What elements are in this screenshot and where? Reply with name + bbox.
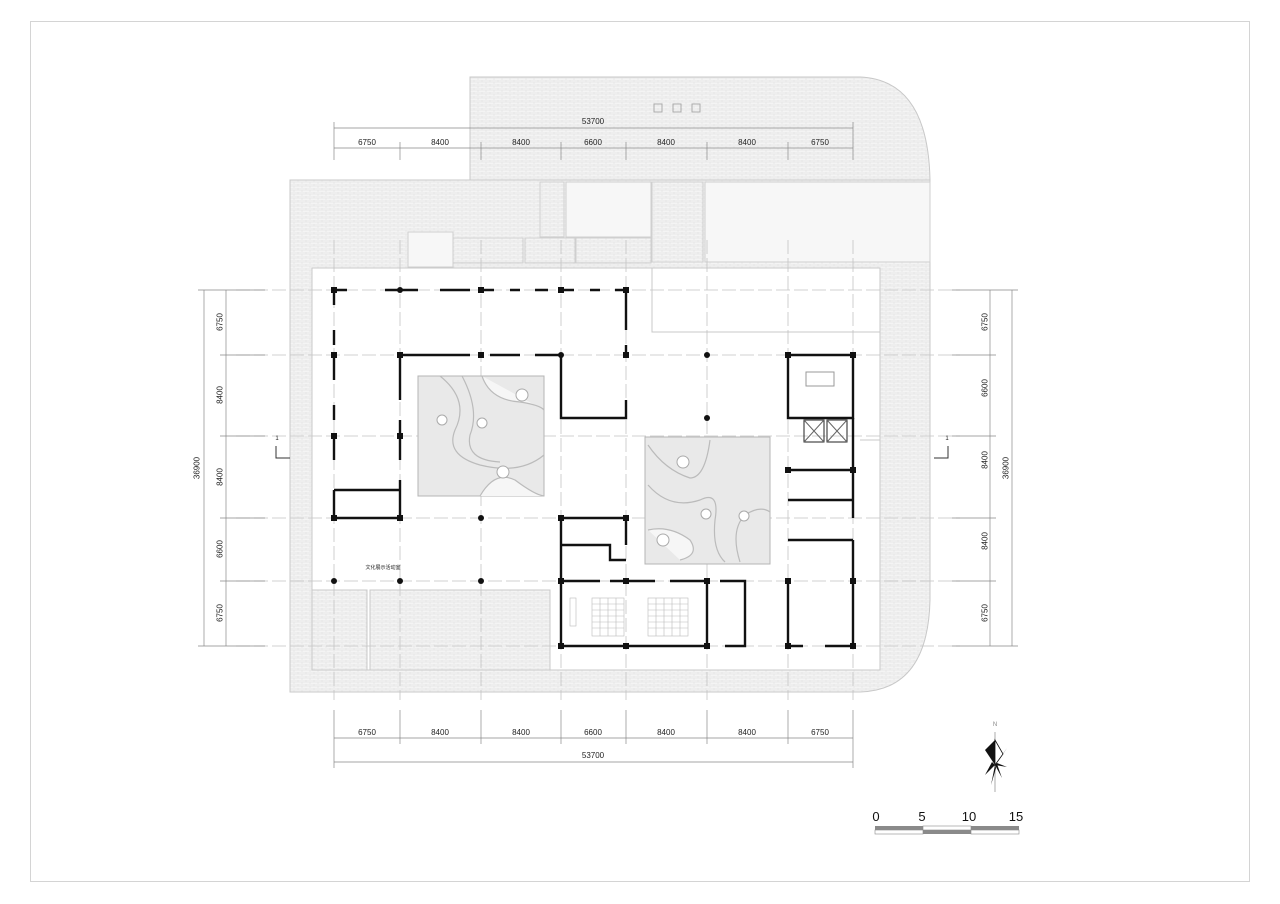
columns (331, 287, 856, 649)
dim-bottom-seg: 8400 (738, 728, 756, 737)
courtyard-east (644, 436, 771, 565)
section-marker-left (275, 446, 290, 459)
dim-left-seg: 6750 (215, 604, 225, 622)
dim-left-seg: 6750 (215, 313, 225, 331)
dim-top-seg: 8400 (512, 138, 530, 147)
dim-right-total: 36900 (1001, 456, 1011, 480)
dim-right-seg: 8400 (980, 532, 990, 550)
section-label-left: 1 (275, 436, 279, 442)
scale-tick: 15 (1008, 809, 1024, 824)
dim-right-seg: 6750 (980, 313, 990, 331)
dim-top-seg: 6750 (358, 138, 376, 147)
dim-left-seg: 6600 (215, 540, 225, 558)
dim-left-total: 36900 (192, 456, 202, 480)
scale-tick: 0 (872, 809, 880, 824)
dim-bottom-seg: 6750 (358, 728, 376, 737)
dim-bottom-seg: 6750 (811, 728, 829, 737)
auditorium-seating (569, 597, 689, 637)
dim-bottom-seg: 8400 (431, 728, 449, 737)
dim-right-seg: 6750 (980, 604, 990, 622)
dim-top-seg: 8400 (738, 138, 756, 147)
room-label: 文化展示活动室 (365, 565, 401, 571)
dim-bottom-seg: 6600 (584, 728, 602, 737)
dim-top-total: 53700 (581, 117, 605, 126)
north-arrow-icon (985, 732, 1007, 792)
dim-right-seg: 6600 (980, 379, 990, 397)
scale-tick: 5 (918, 809, 926, 824)
dim-bottom-seg: 8400 (657, 728, 675, 737)
section-label-right: 1 (945, 436, 949, 442)
dimension-lines (198, 122, 1018, 768)
dim-bottom-total: 53700 (581, 751, 605, 760)
scale-bar (874, 825, 1020, 835)
dim-left-seg: 8400 (215, 386, 225, 404)
scale-tick: 10 (961, 809, 977, 824)
dim-top-seg: 6600 (584, 138, 602, 147)
dim-bottom-seg: 8400 (512, 728, 530, 737)
drawing-frame (30, 21, 1250, 882)
dim-right-seg: 8400 (980, 451, 990, 469)
dim-top-seg: 8400 (657, 138, 675, 147)
dim-top-seg: 6750 (811, 138, 829, 147)
dim-top-seg: 8400 (431, 138, 449, 147)
courtyard-west (417, 375, 545, 497)
section-marker-right (934, 446, 949, 459)
north-label: N (992, 722, 998, 728)
elevators (803, 371, 848, 443)
dim-left-seg: 8400 (215, 468, 225, 486)
